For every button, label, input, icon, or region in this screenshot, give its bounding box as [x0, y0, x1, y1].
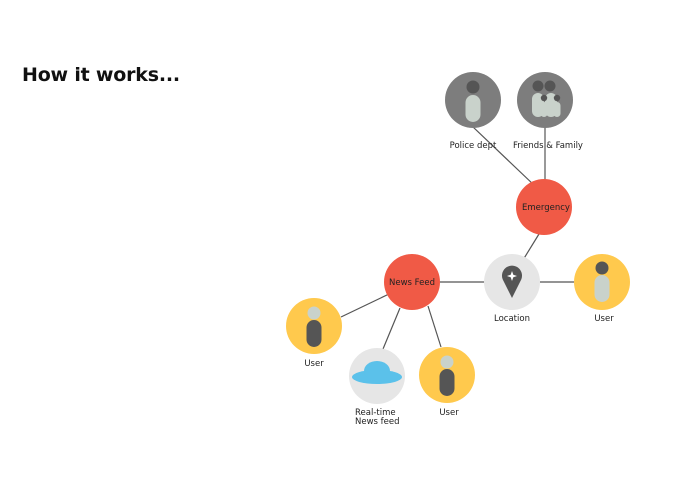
user-bottom-label: User [439, 408, 459, 418]
person-icon [594, 261, 610, 302]
cloud-icon [352, 361, 402, 384]
police-dept-label: Police dept [450, 141, 497, 151]
connector-newsfeed-realtime [382, 307, 401, 350]
friends-family-label: Friends & Family [513, 141, 583, 151]
news-feed-label: News Feed [389, 278, 435, 288]
node-user-left: User [286, 298, 342, 369]
person-icon [306, 306, 322, 347]
group-icon [532, 80, 561, 117]
connector-newsfeed-user-left [340, 293, 390, 318]
connector-police-emergency [472, 126, 536, 187]
emergency-circle [516, 179, 572, 235]
person-icon [439, 355, 455, 396]
location-label: Location [494, 314, 530, 324]
node-user-right: User [574, 254, 630, 324]
node-location: Location [484, 254, 540, 324]
node-realtime-news-feed: Real-time News feed [349, 348, 405, 427]
user-right-label: User [594, 314, 614, 324]
user-left-label: User [304, 359, 324, 369]
node-emergency: Emergency [516, 179, 572, 235]
page-title: How it works... [22, 64, 180, 86]
connector-newsfeed-user-bottom [427, 305, 442, 348]
node-police-dept: Police dept [445, 72, 501, 151]
emergency-label: Emergency [522, 203, 570, 213]
news-feed-circle [384, 254, 440, 310]
realtime-label-line2: News feed [355, 417, 400, 427]
node-friends-family: Friends & Family [513, 72, 583, 151]
map-pin-icon [502, 265, 522, 298]
person-icon [465, 80, 481, 122]
connectors [340, 126, 574, 350]
node-news-feed: News Feed [384, 254, 440, 310]
realtime-label-line1: Real-time [355, 408, 396, 418]
connector-emergency-location [522, 233, 540, 261]
node-user-bottom: User [419, 347, 475, 418]
